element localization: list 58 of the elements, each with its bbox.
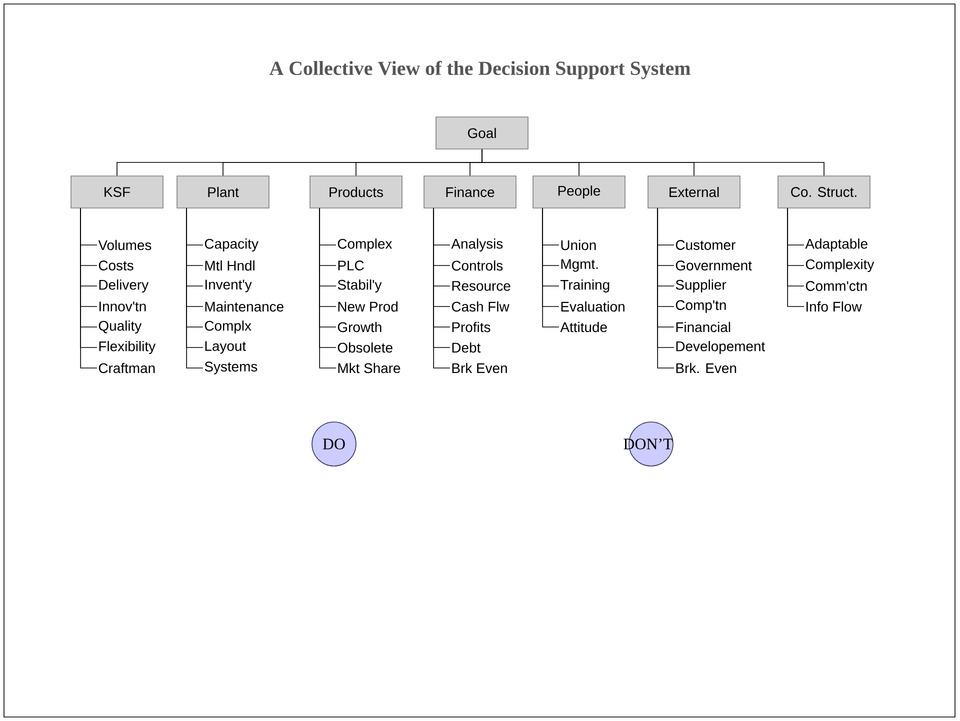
- item-label: Growth: [338, 322, 382, 332]
- category-box: External: [648, 176, 740, 208]
- item-label: Capacity: [204, 238, 258, 252]
- category-box: KSF: [70, 176, 164, 208]
- item-label: Comm'ctn: [806, 281, 867, 291]
- item-label: Adaptable: [805, 238, 868, 252]
- circle-button: DON’T: [624, 422, 674, 466]
- item-label: Mtl Hndl: [205, 260, 254, 271]
- item-label: Costs: [98, 260, 134, 270]
- connector-line: [542, 208, 560, 328]
- item-label: Customer: [676, 240, 736, 250]
- item-label: Supplier: [676, 280, 726, 292]
- item-label: Innov'tn: [99, 302, 146, 312]
- category-box: Co. Struct.: [778, 176, 870, 208]
- item-label: Government: [676, 260, 752, 270]
- item-label: Training: [560, 280, 610, 292]
- item-label: Analysis: [451, 238, 503, 252]
- item-label: Debt: [452, 342, 481, 353]
- item-label: Mgmt.: [561, 259, 598, 272]
- title: A Collective View of the Decision Support System: [269, 60, 690, 80]
- item-label: Union: [561, 240, 596, 250]
- item-label: Stabil'y: [338, 280, 382, 292]
- category-box: Products: [310, 176, 402, 208]
- item-label: Delivery: [99, 280, 149, 292]
- category-box: People: [532, 176, 626, 208]
- item-label: Complexity: [806, 259, 874, 272]
- item-label: New Prod: [338, 301, 398, 312]
- item-label: Maintenance: [205, 301, 284, 312]
- item-label: Systems: [204, 362, 258, 374]
- item-label: Complx: [204, 320, 252, 334]
- item-label: Controls: [452, 260, 503, 271]
- item-label: Invent'y: [205, 280, 252, 292]
- item-label: Layout: [205, 341, 246, 354]
- circle-button: DO: [312, 422, 356, 466]
- item-label: Financial: [676, 322, 730, 332]
- item-label: Brk. Even: [676, 362, 736, 374]
- item-label: Flexibility: [99, 341, 156, 354]
- item-label: Resource: [452, 281, 510, 291]
- connector-line: [787, 208, 804, 307]
- item-label: Quality: [98, 320, 142, 334]
- item-label: Volumes: [98, 240, 152, 250]
- category-box: Goal: [436, 116, 528, 150]
- item-label: Evaluation: [561, 301, 624, 312]
- item-label: Comp'tn: [676, 300, 726, 313]
- item-label: Obsolete: [338, 342, 392, 353]
- item-label: Attitude: [560, 322, 607, 332]
- item-label: Mkt Share: [338, 362, 400, 374]
- item-label: Craftman: [98, 362, 155, 374]
- category-box: Finance: [424, 176, 516, 208]
- category-box: Plant: [176, 176, 270, 208]
- item-label: Developement: [676, 341, 766, 354]
- item-label: Cash Flw: [452, 301, 510, 312]
- connector-line: [482, 149, 824, 176]
- item-label: Brk Even: [452, 362, 507, 374]
- item-label: PLC: [338, 260, 364, 270]
- item-label: Info Flow: [806, 301, 862, 312]
- item-label: Complex: [338, 238, 392, 252]
- item-label: Profits: [452, 322, 490, 332]
